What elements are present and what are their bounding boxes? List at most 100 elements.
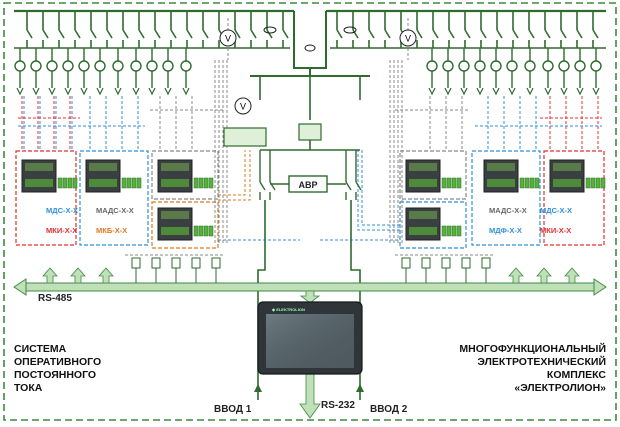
switch-blade — [154, 29, 161, 39]
left-title-line: ПОСТОЯННОГО — [14, 369, 97, 381]
rs485-connector — [441, 257, 451, 269]
right-mds-label: МДС-Х-Х — [540, 206, 572, 215]
switch-blade — [58, 29, 65, 39]
switch-blade — [282, 29, 289, 39]
module-connector — [441, 225, 447, 237]
output-arrow — [148, 87, 156, 96]
breaker-symbol — [524, 60, 536, 72]
module-unit-terminals — [89, 163, 117, 171]
input2-label: ВВОД 2 — [370, 404, 408, 415]
switch-blade — [416, 29, 423, 39]
left-title-line: ТОКА — [14, 382, 43, 394]
switch-blade — [250, 29, 257, 39]
module-connector — [534, 177, 540, 189]
breaker-symbol — [46, 60, 58, 72]
right-title-line: КОМПЛЕКС — [546, 369, 606, 381]
module-connector — [600, 177, 606, 189]
input-arrow — [254, 384, 262, 392]
voltmeter-icon — [219, 29, 237, 47]
bus-up-arrow — [536, 267, 552, 284]
module-frame — [79, 150, 149, 246]
breaker-symbol — [62, 60, 74, 72]
switch-blade — [90, 29, 97, 39]
right-title-line: ЭЛЕКТРОТЕХНИЧЕСКИЙ — [477, 356, 606, 368]
breaker-symbol — [506, 60, 518, 72]
voltmeter-label: V — [225, 34, 231, 44]
module-unit-terminals — [487, 179, 515, 187]
module-frame — [151, 150, 219, 200]
output-arrow — [460, 87, 468, 96]
breaker-symbol — [112, 60, 124, 72]
switch-blade — [26, 29, 33, 39]
input1-label: ВВОД 1 — [214, 404, 252, 415]
module-connector — [203, 177, 209, 189]
module-unit-terminals — [409, 179, 437, 187]
module-unit-terminals — [409, 227, 437, 235]
module-connector — [456, 177, 462, 189]
module-unit-terminals — [161, 227, 189, 235]
output-arrow — [32, 87, 40, 96]
breaker-symbol — [574, 60, 586, 72]
output-arrow — [592, 87, 600, 96]
bus-up-arrow — [42, 267, 58, 284]
output-arrow — [476, 87, 484, 96]
module-connector — [208, 225, 214, 237]
module-connector — [595, 177, 601, 189]
output-arrow — [560, 87, 568, 96]
wiring-layer — [14, 9, 606, 400]
module-frame — [471, 150, 541, 246]
switch-blade — [202, 29, 209, 39]
module-connector — [456, 225, 462, 237]
rs485-connector — [131, 257, 141, 269]
switch-blade — [74, 29, 81, 39]
module-unit-terminals — [553, 179, 581, 187]
rs232-label: RS-232 — [321, 400, 355, 411]
module-connector — [62, 177, 68, 189]
switch-blade — [512, 29, 519, 39]
bus-up-arrow — [564, 267, 580, 284]
output-arrow — [444, 87, 452, 96]
hmi-arrow — [299, 290, 321, 304]
module-connector — [441, 177, 447, 189]
module-connector — [451, 177, 457, 189]
output-arrow — [16, 87, 24, 96]
output-arrow — [132, 87, 140, 96]
rs485-connector — [211, 257, 221, 269]
rs485-connector — [461, 257, 471, 269]
hmi-panel: ◆ ELEKTROLION — [257, 301, 363, 375]
module-connector — [446, 177, 452, 189]
output-arrow — [164, 87, 172, 96]
module-connector — [524, 177, 530, 189]
module-frame — [151, 201, 219, 249]
switch-blade — [138, 29, 145, 39]
module-unit-terminals — [161, 211, 189, 219]
main-feed — [293, 60, 327, 69]
switch-blade — [355, 181, 362, 191]
left-madc-label: МАДС-Х-Х — [96, 206, 134, 215]
output-arrow — [48, 87, 56, 96]
rectifier-box — [298, 123, 322, 141]
right-madc-label: МАДС-Х-Х — [489, 206, 527, 215]
switch-blade — [480, 29, 487, 39]
module-connector — [519, 177, 525, 189]
breaker-symbol — [130, 60, 142, 72]
switch-blade — [269, 181, 276, 191]
rs485-connector — [421, 257, 431, 269]
ct-icon — [263, 26, 277, 34]
module-frame — [543, 150, 605, 246]
battery-box — [223, 127, 267, 147]
module-connector — [121, 177, 127, 189]
output-arrow — [576, 87, 584, 96]
rs485-label: RS-485 — [38, 293, 72, 304]
breaker-symbol — [162, 60, 174, 72]
voltmeter-label: V — [240, 102, 246, 112]
switch-blade — [345, 181, 352, 191]
ct-icon — [304, 44, 316, 52]
rs485-bus — [13, 278, 607, 296]
output-arrow — [526, 87, 534, 96]
right-mki-label: МКИ-Х-Х — [540, 226, 571, 235]
svg-text:◆ ELEKTROLION: ◆ ELEKTROLION — [271, 307, 305, 312]
rs232-arrow — [299, 373, 321, 419]
right-title-line: «ЭЛЕКТРОЛИОН» — [514, 382, 606, 394]
left-mkb-label: МКБ-Х-Х — [96, 226, 127, 235]
